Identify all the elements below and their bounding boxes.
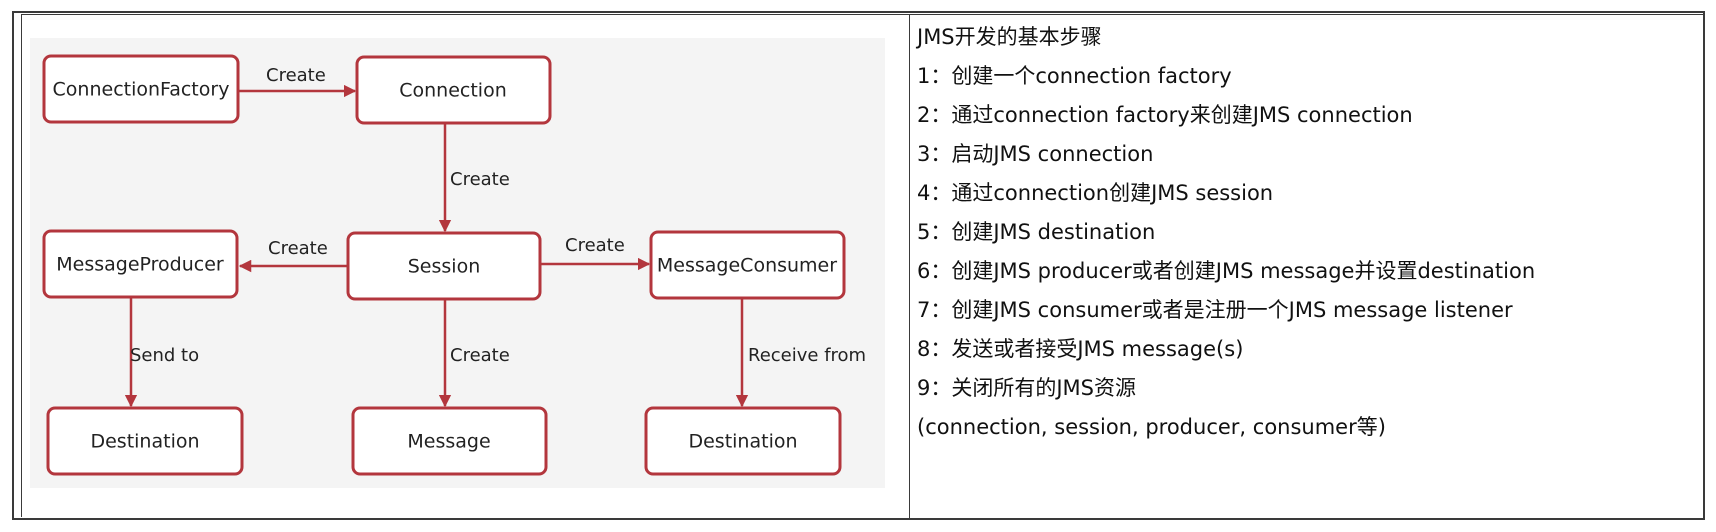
step-item: 5：创建JMS destination <box>917 220 1156 244</box>
steps-title: JMS开发的基本步骤 <box>917 25 1102 49</box>
step-item: 1：创建一个connection factory <box>917 64 1232 88</box>
node-connection-factory: ConnectionFactory <box>42 54 240 124</box>
step-item: 7：创建JMS consumer或者是注册一个JMS message liste… <box>917 298 1513 322</box>
table-inner-border <box>21 14 22 517</box>
step-item: (connection, session, producer, consumer… <box>917 415 1386 439</box>
edge-label-create-4: Create <box>565 235 625 256</box>
step-item: 4：通过connection创建JMS session <box>917 181 1274 205</box>
edge-label-send-to: Send to <box>130 345 199 366</box>
edge-label-receive-from: Receive from <box>748 345 866 366</box>
table-frame <box>12 11 1705 520</box>
edge-label-create-5: Create <box>450 345 510 366</box>
column-divider <box>909 14 910 518</box>
node-label: Connection <box>399 80 507 102</box>
steps-panel: JMS开发的基本步骤 1：创建一个connection factory 2：通过… <box>917 18 1697 447</box>
node-label: Session <box>408 256 481 278</box>
step-item: 3：启动JMS connection <box>917 142 1154 166</box>
jms-flow-diagram: Create Create Create Create Send to Crea… <box>42 54 866 476</box>
node-connection: Connection <box>355 55 552 125</box>
table-top-border <box>21 14 1703 15</box>
edge-label-create-2: Create <box>450 169 510 190</box>
step-item: 9：关闭所有的JMS资源 <box>917 376 1137 400</box>
node-destination-left: Destination <box>46 406 244 476</box>
edge-label-create-1: Create <box>266 65 326 86</box>
step-item: 2：通过connection factory来创建JMS connection <box>917 103 1413 127</box>
node-label: Destination <box>688 431 797 453</box>
node-message-producer: MessageProducer <box>42 229 239 299</box>
node-label: Message <box>407 431 490 453</box>
node-message-consumer: MessageConsumer <box>649 230 846 300</box>
node-label: MessageConsumer <box>657 255 837 277</box>
step-item: 6：创建JMS producer或者创建JMS message并设置destin… <box>917 259 1536 283</box>
node-label: MessageProducer <box>56 254 224 276</box>
node-label: Destination <box>90 431 199 453</box>
node-destination-right: Destination <box>644 406 842 476</box>
step-item: 8：发送或者接受JMS message(s) <box>917 337 1244 361</box>
edge-label-create-3: Create <box>268 238 328 259</box>
node-message: Message <box>351 406 548 476</box>
node-session: Session <box>346 231 542 301</box>
node-label: ConnectionFactory <box>53 79 230 101</box>
